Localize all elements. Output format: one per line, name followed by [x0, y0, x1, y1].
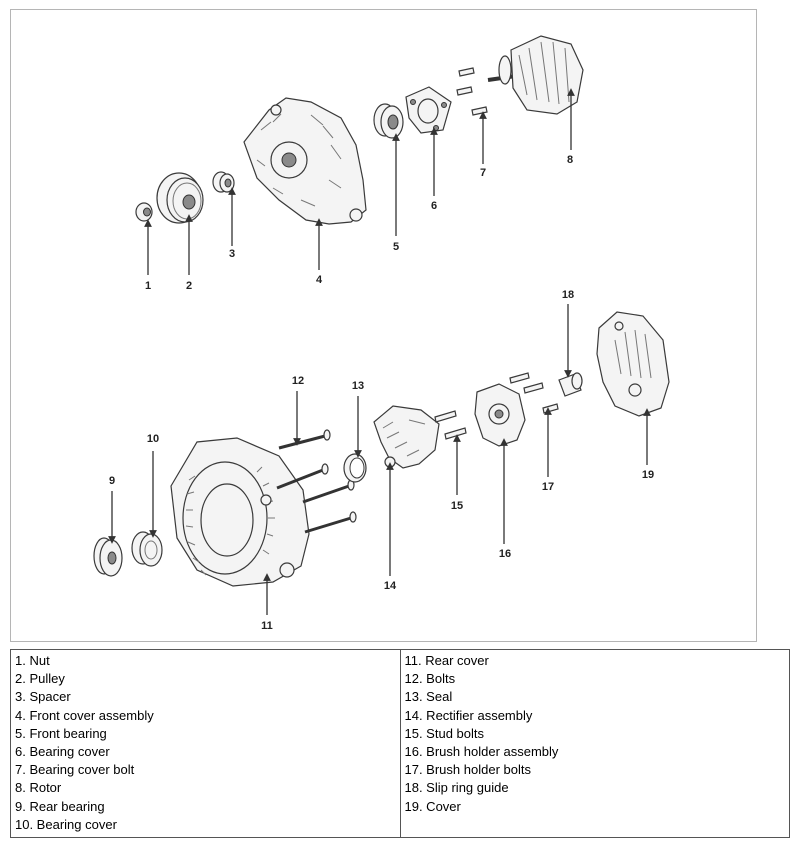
leader-lines — [108, 88, 651, 615]
callout-15: 15 — [451, 500, 463, 512]
callout-12: 12 — [292, 375, 304, 387]
legend-item: 5. Front bearing — [15, 725, 107, 741]
callout-5: 5 — [393, 241, 399, 253]
legend-item: 7. Bearing cover bolt — [15, 762, 135, 778]
legend-item: 10. Bearing cover — [15, 816, 117, 832]
legend-item: 16. Brush holder assembly — [404, 744, 559, 760]
rear-bearing-cover-part — [131, 531, 163, 567]
legend-item: 18. Slip ring guide — [404, 780, 509, 796]
seal-part — [343, 453, 367, 483]
diagram-canvas: 1 2 3 4 5 6 7 8 9 10 11 12 13 14 15 16 1… — [93, 35, 670, 632]
callout-18: 18 — [562, 289, 574, 301]
spacer-part — [212, 171, 235, 193]
exploded-view-diagram: 1 2 3 4 5 6 7 8 9 10 11 12 13 14 15 16 1… — [10, 9, 757, 642]
legend-item: 1. Nut — [15, 653, 50, 668]
legend-item: 6. Bearing cover — [15, 744, 110, 760]
callout-14: 14 — [384, 580, 397, 592]
legend-item: 14. Rectifier assembly — [404, 707, 533, 723]
callout-7: 7 — [480, 167, 486, 179]
callout-2: 2 — [186, 280, 192, 292]
legend-item: 3. Spacer — [15, 689, 71, 705]
front-bearing-part — [373, 103, 404, 139]
pulley-part — [156, 172, 204, 224]
legend-item: 17. Brush holder bolts — [404, 762, 531, 778]
legend-item: 4. Front cover assembly — [15, 707, 154, 723]
front-cover-assembly-part — [243, 97, 367, 225]
legend-column-right: 11. Rear cover 12. Bolts 13. Seal 14. Re… — [399, 650, 790, 837]
callout-9: 9 — [109, 475, 115, 487]
legend-item: 11. Rear cover — [404, 653, 489, 668]
rear-bearing-part — [93, 537, 123, 577]
callout-10: 10 — [147, 433, 159, 445]
callout-8: 8 — [567, 154, 573, 166]
bearing-cover-bolt-part — [456, 67, 488, 116]
legend-item: 12. Bolts — [404, 671, 456, 687]
brush-holder-assembly-part — [474, 383, 526, 447]
legend-item: 2. Pulley — [15, 671, 65, 687]
legend-item: 13. Seal — [404, 689, 453, 705]
callout-16: 16 — [499, 548, 511, 560]
rear-cover-part — [170, 437, 310, 587]
nut-part — [135, 202, 153, 222]
callout-6: 6 — [431, 200, 437, 212]
bearing-cover-part — [405, 86, 452, 134]
legend-item: 9. Rear bearing — [15, 798, 105, 814]
callout-3: 3 — [229, 248, 235, 260]
callout-19: 19 — [642, 469, 654, 481]
legend-item: 8. Rotor — [15, 780, 62, 796]
bolts-part — [276, 429, 357, 534]
slip-ring-guide-part — [558, 372, 583, 397]
rotor-part — [487, 35, 584, 115]
callout-1: 1 — [145, 280, 151, 292]
stud-bolts-part — [434, 410, 467, 440]
cover-part — [596, 311, 670, 417]
legend-item: 19. Cover — [404, 798, 461, 814]
rectifier-assembly-part — [373, 405, 440, 469]
callout-13: 13 — [352, 380, 364, 392]
callout-11: 11 — [261, 620, 273, 632]
callout-17: 17 — [542, 481, 554, 493]
parts-legend-table: 1. Nut 2. Pulley 3. Spacer 4. Front cove… — [10, 649, 790, 838]
callout-4: 4 — [316, 274, 323, 286]
legend-item: 15. Stud bolts — [404, 725, 485, 741]
legend-column-left: 1. Nut 2. Pulley 3. Spacer 4. Front cove… — [11, 650, 400, 837]
